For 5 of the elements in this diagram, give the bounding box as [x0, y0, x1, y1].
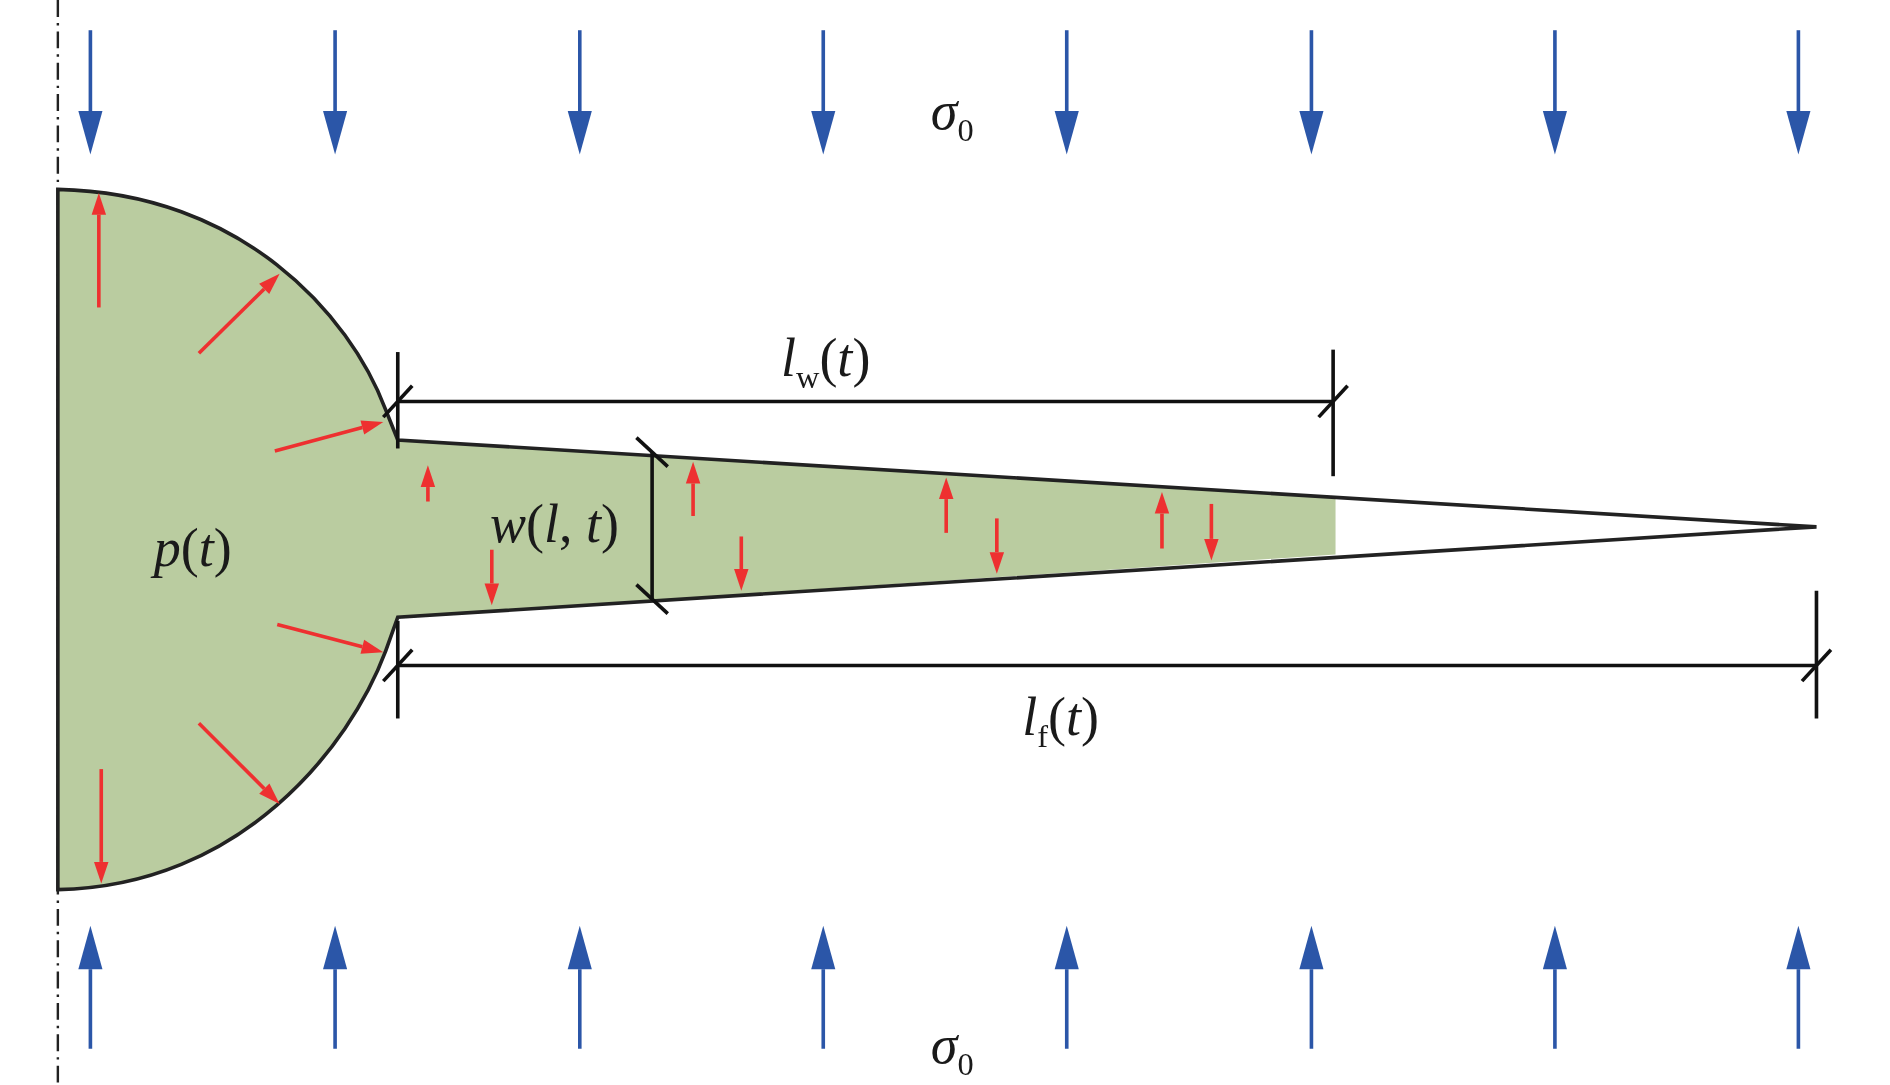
stress-label: σ$_{0}$ [930, 1017, 974, 1080]
dimension-label: l$_{w}$(t) [780, 330, 871, 393]
stress-label: σ$_{0}$ [930, 83, 974, 146]
dimension-label: l$_{f}$(t) [1022, 689, 1100, 752]
dimension-label: w(l, t) [489, 497, 619, 552]
